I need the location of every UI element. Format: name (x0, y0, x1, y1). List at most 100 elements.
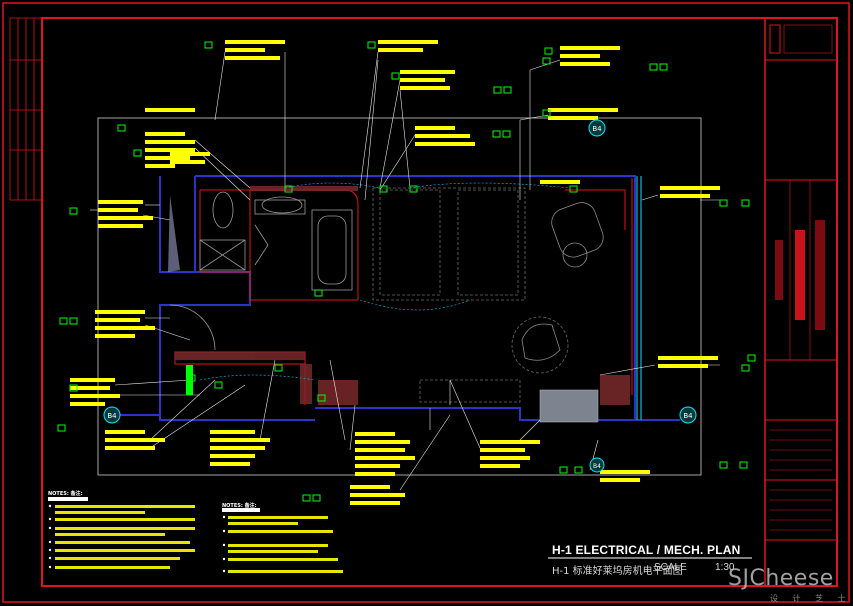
electrical-device-symbol (117, 124, 126, 132)
electrical-device-symbol (544, 47, 553, 55)
annotation-label-bar (225, 48, 265, 52)
bath-fixtures (168, 191, 353, 291)
leader-line (399, 414, 451, 491)
electrical-device-symbol (391, 72, 400, 80)
partitions (174, 178, 633, 405)
electrical-device-symbol (367, 41, 376, 49)
note-bullets (48, 504, 226, 573)
annotation-label-bar (145, 164, 175, 168)
leader-line (364, 59, 379, 201)
leader-line (149, 384, 246, 449)
electrical-device-symbol (649, 63, 658, 71)
annotation-label-bar (480, 448, 525, 452)
leader-line (114, 379, 191, 386)
notes-mech-heading: NOTES: 备注: (222, 503, 257, 509)
leader-line (259, 359, 276, 441)
annotation-label-bar (98, 200, 143, 204)
annotation-label-bar (378, 48, 423, 52)
section-marker-bottom-left: B4 (103, 406, 121, 424)
annotation-label-bar (480, 464, 520, 468)
annotation-label-bar (350, 493, 405, 497)
annotation-label-bar (210, 454, 255, 458)
section-marker-top-right: B4 (588, 119, 606, 137)
notes-block-general (48, 497, 195, 569)
scale-label: SCALE (654, 562, 687, 573)
annotation-label-bar (660, 186, 720, 190)
electrical-device-symbol (317, 394, 326, 402)
electrical-device-symbol (542, 57, 551, 65)
annotation-label-bar (98, 216, 153, 220)
electrical-device-symbol (741, 364, 750, 372)
leader-line (641, 194, 659, 201)
electrical-device-symbol (214, 381, 223, 389)
annotation-label-bar (350, 485, 390, 489)
annotation-label-bar (210, 430, 255, 434)
electrical-device-symbol (659, 63, 668, 71)
electrical-device-symbol (492, 130, 501, 138)
annotation-label-bar (355, 472, 395, 476)
device-symbols (57, 41, 756, 502)
marker-label: B4 (593, 463, 601, 470)
electrical-device-symbol (719, 199, 728, 207)
leader-line (349, 404, 356, 451)
annotation-label-bar (350, 501, 400, 505)
electrical-device-symbol (274, 364, 283, 372)
electrical-device-symbol (204, 41, 213, 49)
annotation-label-bar (400, 86, 450, 90)
annotation-label-bar (548, 116, 598, 120)
section-marker-bottom-right: B4 (679, 406, 697, 424)
electrical-device-symbol (133, 149, 142, 157)
electrical-device-symbol (69, 207, 78, 215)
electrical-device-symbol (69, 317, 78, 325)
annotation-label-bar (600, 478, 640, 482)
electrical-device-symbol (747, 354, 756, 362)
plan-boundary (97, 117, 702, 476)
annotation-label-bar (355, 440, 410, 444)
annotation-label-bar (540, 180, 580, 184)
annotation-label-bar (70, 386, 110, 390)
electrical-device-symbol (57, 424, 66, 432)
annotation-label-bar (560, 54, 600, 58)
leader-line (194, 147, 251, 201)
electrical-device-symbol (574, 466, 583, 474)
annotation-label-bar (658, 356, 718, 360)
scale-value: 1:30 (715, 562, 735, 573)
leader-line (142, 214, 171, 221)
annotation-label-bar (355, 464, 400, 468)
annotation-label-bar (480, 440, 540, 444)
annotation-label-bar (98, 224, 143, 228)
annotation-label-bar (480, 456, 530, 460)
electrical-device-symbol (379, 185, 388, 193)
electrical-device-symbol (502, 130, 511, 138)
sheet-border-inner (41, 17, 838, 587)
annotation-label-bar (95, 318, 140, 322)
electrical-device-symbol (409, 185, 418, 193)
armchair (521, 202, 604, 361)
leader-line (399, 89, 411, 189)
leader-lines (90, 51, 720, 491)
leader-line (379, 134, 416, 191)
annotation-label-bar (145, 108, 195, 112)
electrical-device-symbol (493, 86, 502, 94)
annotation-label-bar (70, 394, 120, 398)
annotation-label-bar (225, 40, 285, 44)
distribution-panel (186, 365, 193, 395)
annotation-label-bar (225, 56, 280, 60)
electrical-device-symbol (559, 466, 568, 474)
drawing-subtitle: H-1 标准好莱坞房机电平面图 (552, 566, 683, 577)
annotation-label-bar (95, 334, 135, 338)
annotation-label-bar (70, 378, 115, 382)
lighting-circuits (199, 182, 571, 381)
wall-hatch (175, 186, 630, 405)
annotation-label-bar (105, 430, 145, 434)
electrical-device-symbol (503, 86, 512, 94)
annotation-label-bar (98, 208, 138, 212)
annotation-label-bar (548, 108, 618, 112)
leader-line (379, 79, 401, 189)
bedroom-furniture (372, 187, 569, 403)
annotation-label-bar (170, 152, 210, 156)
annotation-label-bar (210, 438, 270, 442)
watermark-subtext: 设 计 芝 士 (770, 594, 852, 603)
leader-line (449, 379, 481, 449)
